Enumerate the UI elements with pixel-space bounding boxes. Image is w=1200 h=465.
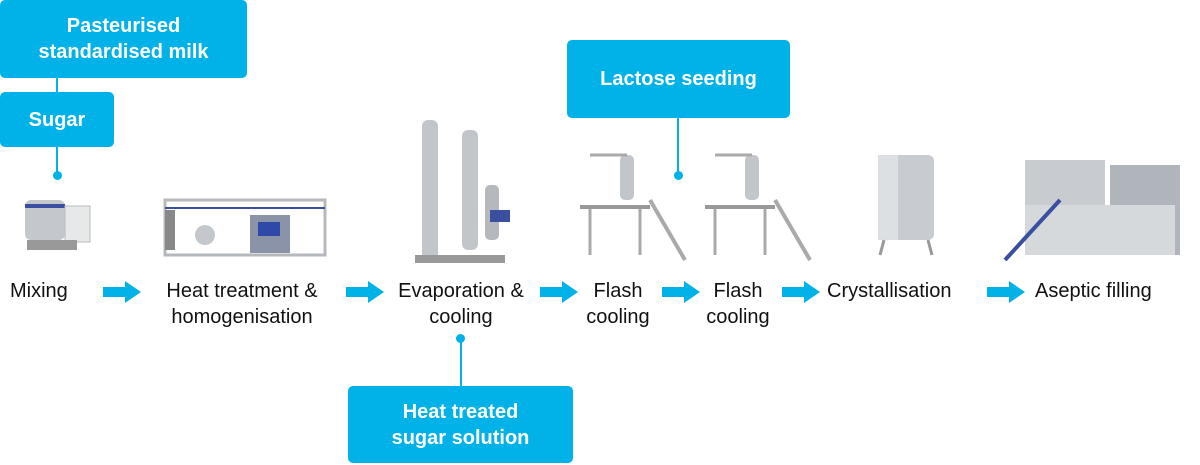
flash-cooler-image-2 <box>705 153 812 262</box>
arrow-right-icon <box>662 281 700 303</box>
connector-dot <box>674 171 683 180</box>
aseptic-filling-machine-image <box>1003 160 1180 262</box>
input-label: Heat treated sugar solution <box>391 400 530 449</box>
arrow-right-icon <box>103 281 141 303</box>
step-evaporation: Evaporation & cooling <box>398 280 524 328</box>
crystallisation-tank-image <box>878 155 934 256</box>
input-box-sugar: Sugar <box>0 92 114 147</box>
connector-line <box>56 78 58 92</box>
input-label: Lactose seeding <box>600 68 757 90</box>
input-box-pasteurised-milk: Pasteurised standardised milk <box>0 0 247 78</box>
heat-treatment-unit-image <box>163 198 327 257</box>
mixing-tank-image <box>25 200 91 250</box>
input-label: Sugar <box>28 108 86 131</box>
step-heat-treatment: Heat treatment & homogenisation <box>166 280 318 328</box>
step-aseptic-filling: Aseptic filling <box>1035 280 1152 302</box>
arrow-right-icon <box>346 281 384 303</box>
input-box-lactose-seeding: Lactose seeding <box>567 40 790 118</box>
input-label: Pasteurised standardised milk <box>38 15 209 63</box>
step-flash-cooling-1: Flash cooling <box>586 280 650 328</box>
arrow-right-icon <box>540 281 578 303</box>
input-box-heat-treated-sugar: Heat treated sugar solution <box>348 386 573 463</box>
connector-line <box>677 118 679 174</box>
step-mixing: Mixing <box>10 280 68 302</box>
step-crystallisation: Crystallisation <box>827 280 952 302</box>
connector-line <box>56 147 58 175</box>
flash-cooler-image-1 <box>580 153 687 262</box>
step-flash-cooling-2: Flash cooling <box>706 280 770 328</box>
arrow-right-icon <box>987 281 1025 303</box>
connector-dot <box>53 171 62 180</box>
evaporator-image <box>415 120 510 263</box>
connector-line <box>460 338 462 386</box>
arrow-right-icon <box>782 281 820 303</box>
